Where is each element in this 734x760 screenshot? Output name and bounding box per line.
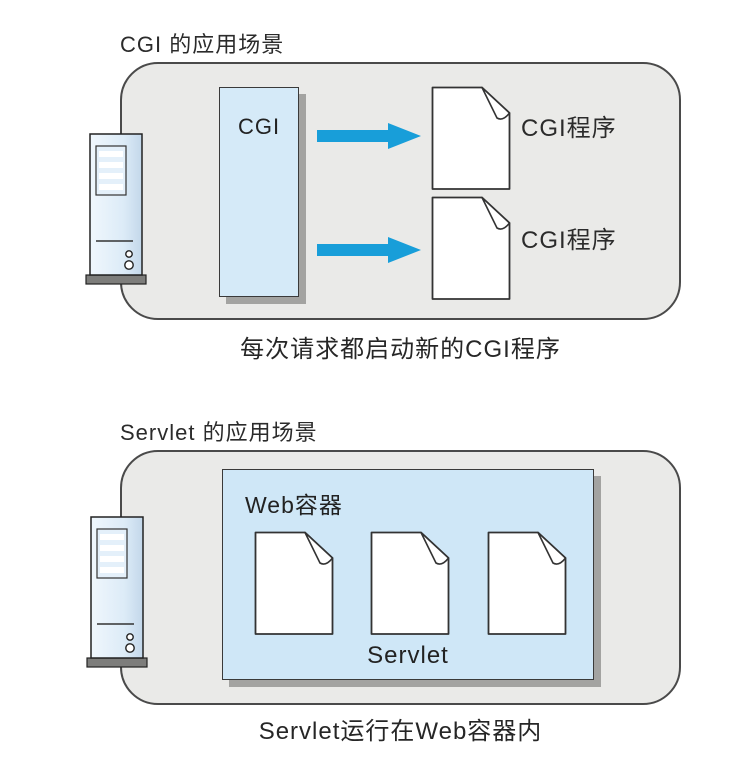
document-icon bbox=[431, 196, 511, 300]
document-icon bbox=[487, 531, 567, 635]
cgi-scenario-panel bbox=[120, 62, 681, 320]
servlet-documents-label: Servlet bbox=[367, 642, 449, 669]
cgi-process-box: CGI bbox=[219, 87, 299, 297]
server-tower-icon bbox=[86, 516, 148, 668]
web-container-label: Web容器 bbox=[245, 492, 343, 518]
cgi-box-label: CGI bbox=[237, 114, 281, 139]
document-icon bbox=[431, 86, 511, 190]
arrow-right-icon bbox=[317, 237, 421, 263]
server-tower-icon bbox=[85, 133, 147, 285]
web-container-box: Web容器 Servlet bbox=[222, 469, 594, 680]
arrow-right-icon bbox=[317, 123, 421, 149]
servlet-section-title: Servlet 的应用场景 bbox=[120, 420, 318, 445]
servlet-section-caption: Servlet运行在Web容器内 bbox=[258, 718, 543, 745]
cgi-program-label-2: CGI程序 bbox=[521, 227, 617, 254]
document-icon bbox=[254, 531, 334, 635]
cgi-section-title: CGI 的应用场景 bbox=[120, 32, 285, 57]
document-icon bbox=[370, 531, 450, 635]
cgi-section-caption: 每次请求都启动新的CGI程序 bbox=[240, 336, 561, 363]
cgi-program-label-1: CGI程序 bbox=[521, 115, 617, 142]
